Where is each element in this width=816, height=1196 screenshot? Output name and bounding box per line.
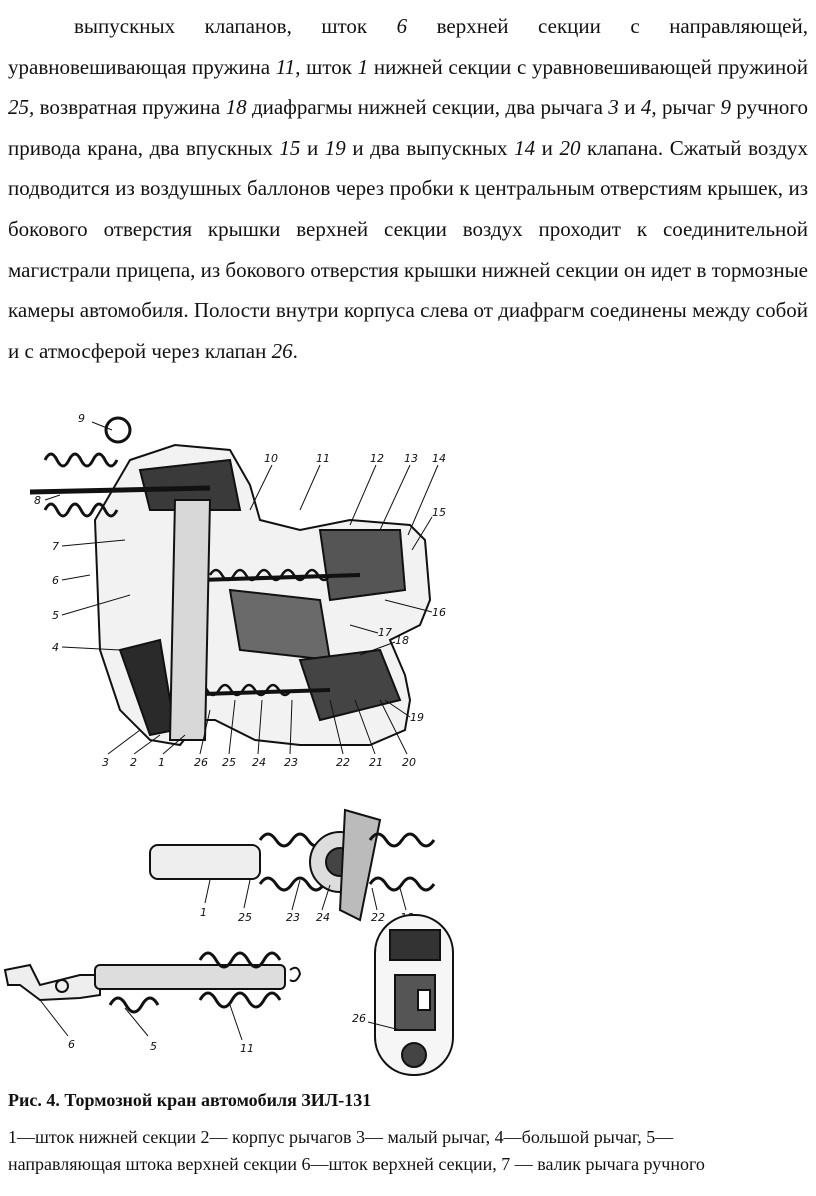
detail-upper-stem-labels: 6 5 11 xyxy=(68,1038,254,1055)
label-19: 19 xyxy=(410,711,424,724)
label-4: 4 xyxy=(52,641,59,654)
figure-legend: 1—шток нижней секции 2— корпус рычагов 3… xyxy=(8,1124,808,1178)
detail-a-label-24: 24 xyxy=(316,911,330,924)
label-15: 15 xyxy=(432,506,446,519)
label-17: 17 xyxy=(378,626,392,639)
label-16: 16 xyxy=(432,606,446,619)
main-leader-lines xyxy=(44,421,439,755)
detail-atmospheric-valve-leader xyxy=(367,1021,401,1031)
label-7: 7 xyxy=(52,540,59,553)
detail-a-label-23: 23 xyxy=(286,911,300,924)
label-10: 10 xyxy=(264,452,278,465)
label-6: 6 xyxy=(52,574,59,587)
detail-lower-stem-leaders xyxy=(204,879,407,911)
detail-a-label-22: 22 xyxy=(371,911,385,924)
label-23: 23 xyxy=(284,756,298,769)
label-22: 22 xyxy=(336,756,350,769)
label-20: 20 xyxy=(402,756,416,769)
detail-upper-stem-drawing xyxy=(3,951,302,1014)
label-24: 24 xyxy=(252,756,266,769)
label-21: 21 xyxy=(369,756,383,769)
label-12: 12 xyxy=(370,452,384,465)
detail-b-label-5: 5 xyxy=(150,1040,157,1053)
detail-b-label-11: 11 xyxy=(240,1042,254,1055)
main-assembly-drawing xyxy=(29,416,432,747)
legend-line: направляющая штока верхней секции 6—шток… xyxy=(8,1154,705,1174)
detail-a-label-25: 25 xyxy=(238,911,252,924)
label-9: 9 xyxy=(78,412,85,425)
brake-valve-figure: 9 10 11 12 13 14 8 15 7 6 16 5 17 4 18 1… xyxy=(0,400,816,1090)
label-2: 2 xyxy=(130,756,137,769)
label-13: 13 xyxy=(404,452,418,465)
detail-atmospheric-valve-drawing xyxy=(374,914,454,1076)
paragraph-text: выпускных клапанов, шток 6 верхней секци… xyxy=(8,14,808,363)
detail-c-label-26: 26 xyxy=(352,1012,366,1025)
body-paragraph: выпускных клапанов, шток 6 верхней секци… xyxy=(8,6,808,371)
detail-a-label-1: 1 xyxy=(200,906,207,919)
label-26: 26 xyxy=(194,756,208,769)
figure-caption: Рис. 4. Тормозной кран автомобиля ЗИЛ-13… xyxy=(8,1090,372,1110)
label-3: 3 xyxy=(102,756,109,769)
label-11: 11 xyxy=(316,452,330,465)
label-1: 1 xyxy=(158,756,165,769)
detail-lower-stem-labels: 1 25 23 24 22 18 xyxy=(200,906,414,924)
label-25: 25 xyxy=(222,756,236,769)
label-5: 5 xyxy=(52,609,59,622)
detail-upper-stem-leaders xyxy=(39,999,243,1041)
detail-b-label-6: 6 xyxy=(68,1038,75,1051)
label-8: 8 xyxy=(34,494,41,507)
main-part-labels: 9 10 11 12 13 14 8 15 7 6 16 5 17 4 18 1… xyxy=(34,412,446,769)
detail-lower-stem-drawing xyxy=(149,808,436,922)
legend-line: 1—шток нижней секции 2— корпус рычагов 3… xyxy=(8,1127,674,1147)
label-18: 18 xyxy=(395,634,409,647)
label-14: 14 xyxy=(432,452,446,465)
